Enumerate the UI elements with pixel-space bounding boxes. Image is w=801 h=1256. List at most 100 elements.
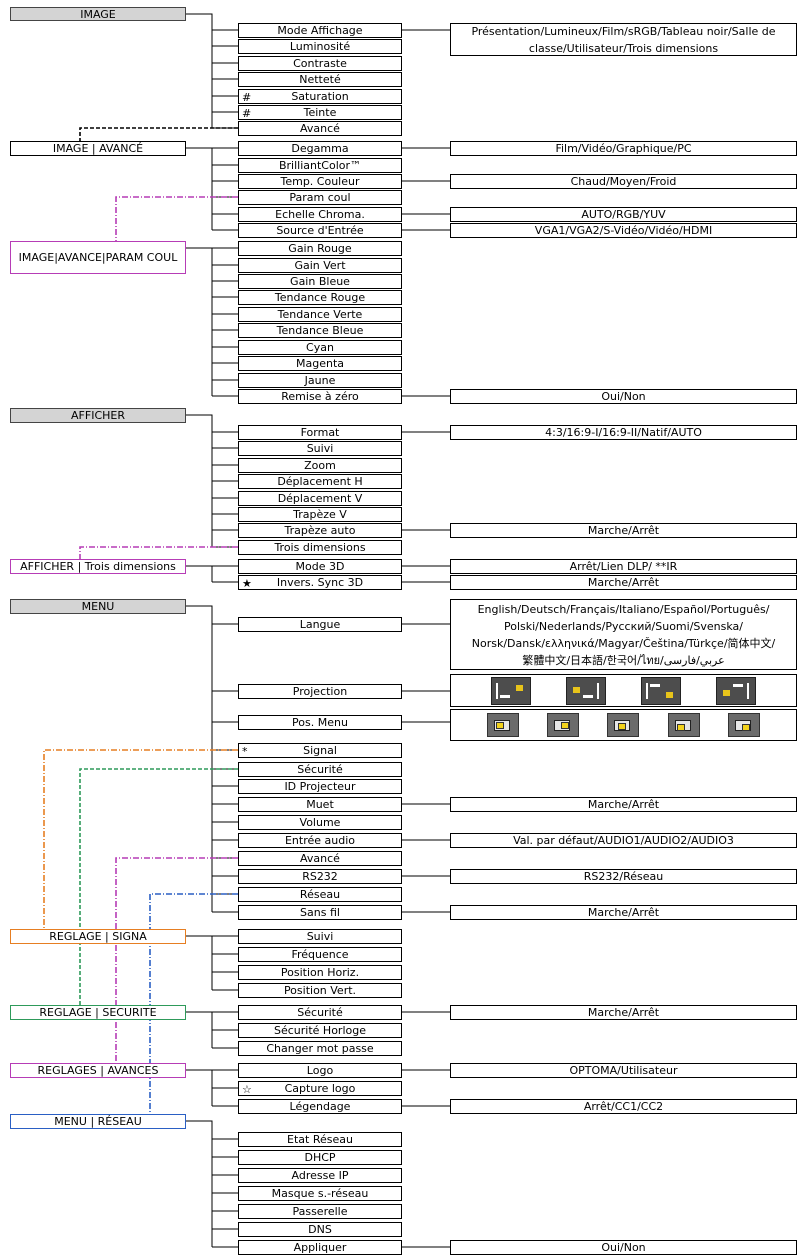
langue-item: Langue <box>238 617 402 632</box>
projection-item: Projection <box>238 684 402 699</box>
menu-header: MENU <box>10 599 186 614</box>
image-saturation: # Saturation <box>238 89 402 104</box>
invers-sync-item: ★Invers. Sync 3D <box>238 575 402 590</box>
jaune-item: Jaune <box>238 373 402 388</box>
gain-bleue-item: Gain Bleue <box>238 274 402 289</box>
star-outline-marker: ☆ <box>242 1083 252 1096</box>
trapeze-auto-item: Trapèze auto <box>238 523 402 538</box>
position-vert-item: Position Vert. <box>238 983 402 998</box>
asterisk-marker: * <box>242 745 248 758</box>
afficher-3d-header: AFFICHER | Trois dimensions <box>10 559 186 574</box>
tendance-verte-item: Tendance Verte <box>238 307 402 322</box>
source-entree-item: Source d'Entrée <box>238 223 402 238</box>
image-nettete: Netteté <box>238 72 402 87</box>
menu-avance-item: Avancé <box>238 851 402 866</box>
trois-dimensions-item: Trois dimensions <box>238 540 402 555</box>
pos-menu-options <box>450 709 797 741</box>
brilliantcolor-item: BrilliantColor™ <box>238 158 402 173</box>
format-options: 4:3/16:9-I/16:9-II/Natif/AUTO <box>450 425 797 440</box>
capture-label: Capture logo <box>284 1082 356 1095</box>
param-coul-item: Param coul <box>238 190 402 205</box>
deplacement-h-item: Déplacement H <box>238 474 402 489</box>
front-desktop-icon <box>490 676 531 705</box>
suivi-item: Suivi <box>238 441 402 456</box>
star-marker: ★ <box>242 577 252 590</box>
signal-link-dash <box>43 749 238 929</box>
chroma-options: AUTO/RGB/YUV <box>450 207 797 222</box>
zoom-item: Zoom <box>238 458 402 473</box>
etat-reseau-item: Etat Réseau <box>238 1132 402 1147</box>
image-luminosite: Luminosité <box>238 39 402 54</box>
afficher-3d-tree-line <box>186 565 238 583</box>
volume-item: Volume <box>238 815 402 830</box>
param-coul-link-dash <box>115 196 238 241</box>
securite-options: Marche/Arrêt <box>450 1005 797 1020</box>
signal-label: Signal <box>303 744 337 757</box>
sans-fil-item: Sans fil <box>238 905 402 920</box>
top-right-icon <box>547 713 580 737</box>
reseau-tree-line <box>186 1120 238 1248</box>
front-ceiling-icon <box>641 676 682 705</box>
hash-marker: # <box>242 107 252 120</box>
teinte-label: Teinte <box>303 106 337 119</box>
langue-line: English/Deutsch/Français/Italiano/Españo… <box>477 602 770 616</box>
masque-item: Masque s.-réseau <box>238 1186 402 1201</box>
reseau-link-dash <box>149 893 238 1114</box>
frequence-item: Fréquence <box>238 947 402 962</box>
muet-options: Marche/Arrêt <box>450 797 797 812</box>
invers-sync-options: Marche/Arrêt <box>450 575 797 590</box>
avance-link-dash <box>79 127 238 141</box>
image-mode-affichage: Mode Affichage <box>238 23 402 38</box>
appliquer-options: Oui/Non <box>450 1240 797 1255</box>
remise-zero-options: Oui/Non <box>450 389 797 404</box>
hash-marker: # <box>242 91 252 104</box>
dhcp-item: DHCP <box>238 1150 402 1165</box>
gain-rouge-item: Gain Rouge <box>238 241 402 256</box>
langue-line: 繁體中文/日本語/한국어/ไทย/عربي/فارسی <box>522 653 725 667</box>
langue-line: Norsk/Dansk/ελληνικά/Magyar/Čeština/Türk… <box>471 636 776 650</box>
muet-item: Muet <box>238 797 402 812</box>
remise-zero-item: Remise à zéro <box>238 389 402 404</box>
projection-options <box>450 674 797 707</box>
trapeze-auto-options: Marche/Arrêt <box>450 523 797 538</box>
afficher-header: AFFICHER <box>10 408 186 423</box>
dns-item: DNS <box>238 1222 402 1237</box>
reglage-signal-header: REGLAGE | SIGNA <box>10 929 186 944</box>
signal-tree-line <box>186 935 238 991</box>
image-teinte: # Teinte <box>238 105 402 120</box>
image-contraste: Contraste <box>238 56 402 71</box>
param-coul-header: IMAGE|AVANCE|PARAM COUL <box>10 241 186 274</box>
legendage-item: Légendage <box>238 1099 402 1114</box>
param-coul-tree-line <box>186 247 238 397</box>
logo-item: Logo <box>238 1063 402 1078</box>
reglage-securite-header: REGLAGE | SECURITE <box>10 1005 186 1020</box>
rear-desktop-icon <box>565 676 606 705</box>
langue-options: English/Deutsch/Français/Italiano/Españo… <box>450 599 797 670</box>
capture-logo-item: ☆ Capture logo <box>238 1081 402 1096</box>
gain-vert-item: Gain Vert <box>238 258 402 273</box>
legendage-options: Arrêt/CC1/CC2 <box>450 1099 797 1114</box>
mode-3d-options: Arrêt/Lien DLP/ **IR <box>450 559 797 574</box>
sans-fil-options: Marche/Arrêt <box>450 905 797 920</box>
appliquer-item: Appliquer <box>238 1240 402 1255</box>
changer-mot-passe-item: Changer mot passe <box>238 1041 402 1056</box>
magenta-item: Magenta <box>238 356 402 371</box>
image-header: IMAGE <box>10 7 186 21</box>
image-avance-header: IMAGE | AVANCÉ <box>10 141 186 156</box>
echelle-chroma-item: Echelle Chroma. <box>238 207 402 222</box>
cyan-item: Cyan <box>238 340 402 355</box>
menu-reseau-header: MENU | RÉSEAU <box>10 1114 186 1129</box>
rs232-item: RS232 <box>238 869 402 884</box>
bottom-left-icon <box>667 713 700 737</box>
reseau-item: Réseau <box>238 887 402 902</box>
langue-line: Polski/Nederlands/Русский/Suomi/Svenska/ <box>504 619 743 633</box>
degamma-options: Film/Vidéo/Graphique/PC <box>450 141 797 156</box>
degamma-item: Degamma <box>238 141 402 156</box>
securite-link-dash <box>79 768 238 1005</box>
saturation-label: Saturation <box>291 90 349 103</box>
tendance-rouge-item: Tendance Rouge <box>238 290 402 305</box>
bottom-right-icon <box>727 713 760 737</box>
logo-options: OPTOMA/Utilisateur <box>450 1063 797 1078</box>
afficher-tree-line <box>186 414 238 548</box>
